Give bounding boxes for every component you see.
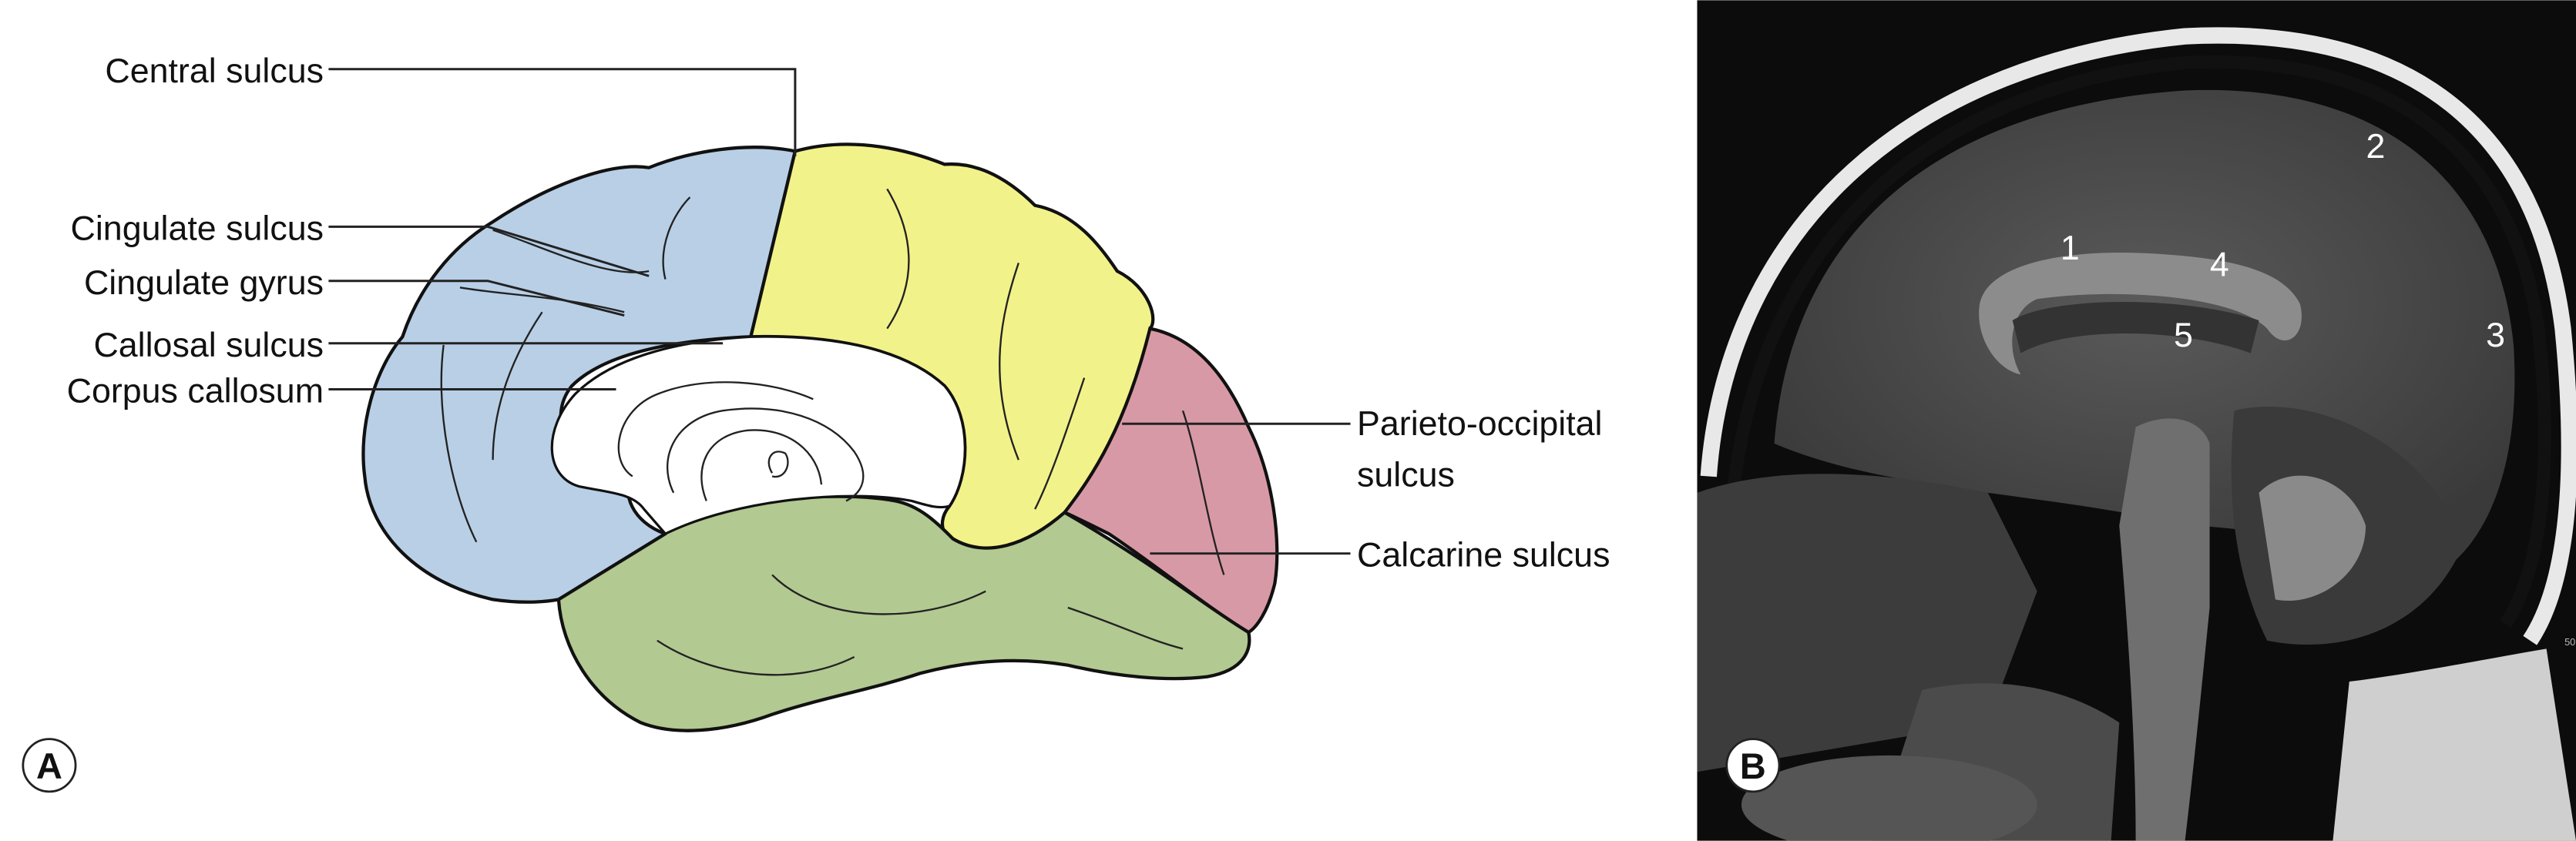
- panel-b-mri: 1 2 3 4 5 50 B: [1697, 0, 2576, 841]
- panel-a-letter: A: [36, 746, 62, 786]
- mri-image: [1697, 0, 2576, 841]
- marker-1: 1: [2060, 229, 2080, 267]
- panel-a-diagram: Central sulcus Cingulate sulcus Cingulat…: [22, 52, 1610, 793]
- marker-3: 3: [2486, 316, 2505, 354]
- label-corpus-callosum: Corpus callosum: [67, 372, 324, 410]
- leader-central-sulcus: [328, 68, 797, 156]
- label-cingulate-sulcus: Cingulate sulcus: [71, 209, 324, 247]
- leader-cingulate-sulcus: [328, 225, 650, 277]
- fornix-line: [617, 381, 814, 477]
- inner-outline: [700, 429, 823, 501]
- marker-4: 4: [2210, 245, 2229, 283]
- scale-text: 50: [2564, 636, 2575, 648]
- thalamus-outline: [667, 407, 865, 502]
- leader-cingulate-gyrus: [328, 280, 625, 317]
- label-callosal-sulcus: Callosal sulcus: [93, 326, 324, 364]
- marker-5: 5: [2174, 316, 2193, 354]
- interthalamic-adhesion: [767, 451, 789, 478]
- label-parieto-occipital: Parieto-occipital: [1357, 404, 1602, 443]
- label-parieto-occipital-line2: sulcus: [1357, 455, 1455, 494]
- label-central-sulcus: Central sulcus: [105, 52, 324, 90]
- panel-b-letter: B: [1740, 746, 1766, 786]
- label-calcarine-sulcus: Calcarine sulcus: [1357, 536, 1610, 575]
- marker-2: 2: [2366, 127, 2385, 166]
- sulci-lines: [440, 188, 1225, 676]
- panel-a-badge: A: [22, 738, 77, 793]
- panel-b-badge: B: [1725, 738, 1781, 793]
- label-cingulate-gyrus: Cingulate gyrus: [84, 263, 324, 302]
